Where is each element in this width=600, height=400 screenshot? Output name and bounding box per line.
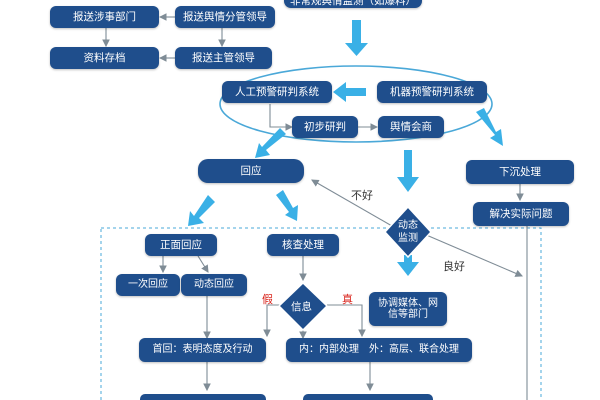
one-time-response-node: 一次回应: [116, 274, 180, 296]
report-dept-node: 报送涉事部门: [50, 6, 159, 28]
archive-node: 资料存档: [50, 47, 159, 69]
bad-edge-label: 不好: [351, 189, 373, 202]
dynamic-response-node: 动态回应: [181, 274, 247, 296]
internal-external-node: 内：内部处理 外：高层、联合处理: [286, 338, 472, 362]
bottom-node-left: [140, 394, 266, 400]
initial-judgment-node: 初步研判: [292, 116, 358, 138]
coordinate-media-node: 协调媒体、网信等部门: [369, 292, 447, 326]
flow-lines-thin: [102, 13, 528, 400]
true-edge-label: 真: [342, 293, 353, 306]
solve-problem-node: 解决实际问题: [473, 202, 569, 226]
machine-warning-node: 机器预警研判系统: [377, 81, 487, 103]
false-edge-label: 假: [262, 293, 273, 306]
warning-system-ellipse: [219, 65, 493, 143]
manual-warning-node: 人工预警研判系统: [222, 81, 332, 103]
bottom-node-right: [303, 394, 433, 400]
respond-node: 回应: [198, 159, 304, 183]
info-label: 信息: [291, 301, 312, 313]
positive-response-node: 正面回应: [145, 234, 217, 256]
response-region-border: [100, 227, 542, 400]
consultation-node: 舆情会商: [378, 116, 444, 138]
first-response-node: 首回：表明态度及行动: [139, 338, 266, 362]
report-main-leader-node: 报送主管领导: [175, 47, 272, 69]
info-diamond: [277, 281, 329, 332]
dynamic-monitor-diamond: [383, 205, 433, 259]
sink-handle-node: 下沉处理: [466, 160, 574, 184]
top-monitor-node: 非常规舆情监测（如爆料）: [284, 0, 422, 8]
report-branch-leader-node: 报送舆情分管领导: [175, 6, 275, 28]
good-edge-label: 良好: [443, 260, 465, 273]
flow-arrows-thick: [188, 20, 503, 276]
dynamic-monitor-label: 动态监测: [398, 220, 418, 244]
verify-handle-node: 核查处理: [267, 234, 339, 256]
